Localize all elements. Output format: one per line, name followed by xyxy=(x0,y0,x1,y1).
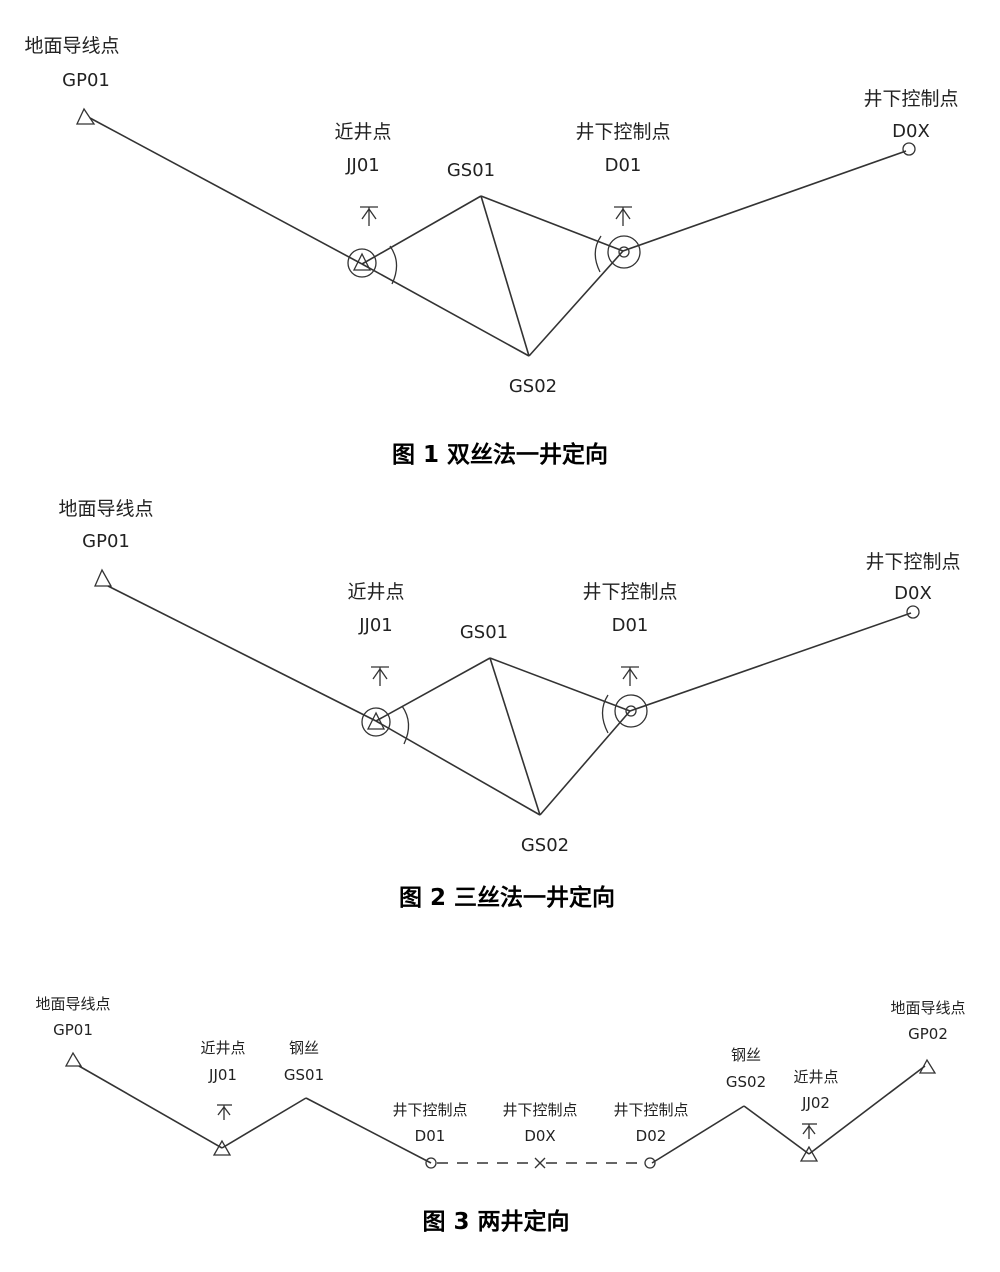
station-circle-icon xyxy=(361,707,391,737)
jj01-code-label: JJ01 xyxy=(358,615,393,636)
north-arrow-icon xyxy=(621,666,639,686)
north-arrow-icon xyxy=(371,666,389,686)
figure-2: 地面导线点 GP01 近井点 JJ01 GS01 GS02 井下控制点 D01 … xyxy=(58,498,960,911)
d0x-code-label: D0X xyxy=(894,583,932,604)
d02-name-label: 井下控制点 xyxy=(613,1101,688,1119)
station-circle-icon xyxy=(347,248,377,278)
d01-code-label: D01 xyxy=(612,615,649,636)
control-point-icon xyxy=(902,142,916,156)
gs02-name-label: 钢丝 xyxy=(731,1046,761,1064)
figure-2-caption: 图 2 三丝法一井定向 xyxy=(399,884,615,911)
d02-code-label: D02 xyxy=(636,1127,667,1145)
line-gp01-jj01 xyxy=(78,1065,223,1149)
line-jj01-gs01 xyxy=(221,1097,307,1149)
d0x-code-label: D0X xyxy=(892,121,930,142)
line-gs01-d01 xyxy=(480,195,624,252)
gp02-name-label: 地面导线点 xyxy=(890,999,965,1017)
jj01-name-label: 近井点 xyxy=(347,581,404,603)
angle-arc-icon xyxy=(401,705,410,745)
d01-code-label: D01 xyxy=(605,155,642,176)
gs01-name-label: 钢丝 xyxy=(289,1039,319,1057)
line-d02-gs02 xyxy=(651,1105,745,1164)
d0x-name-label: 井下控制点 xyxy=(863,88,958,110)
control-point-icon xyxy=(644,1157,656,1169)
d01-name-label: 井下控制点 xyxy=(575,121,670,143)
line-jj02-gp02 xyxy=(808,1065,926,1155)
line-jj01-gs02 xyxy=(375,720,541,816)
station-circle-icon xyxy=(607,235,641,269)
d0x-name-label: 井下控制点 xyxy=(502,1101,577,1119)
triangle-marker-icon xyxy=(918,1058,937,1074)
line-jj01-gs02 xyxy=(361,263,530,357)
cross-marker-icon xyxy=(534,1157,546,1169)
line-gs02-d01 xyxy=(539,710,631,816)
jj01-name-label: 近井点 xyxy=(334,121,391,143)
d0x-name-label: 井下控制点 xyxy=(865,551,960,573)
jj02-code-label: JJ02 xyxy=(801,1094,830,1112)
jj02-name-label: 近井点 xyxy=(793,1068,838,1086)
triangle-marker-icon xyxy=(366,711,386,730)
jj01-name-label: 近井点 xyxy=(200,1039,245,1057)
figure-1: 地面导线点 GP01 近井点 JJ01 GS01 GS02 井下控制点 D01 xyxy=(24,35,958,468)
line-gs01-gs02 xyxy=(480,195,530,357)
d0x-code-label: D0X xyxy=(524,1127,555,1145)
line-jj01-gs01 xyxy=(361,195,482,265)
gp02-code-label: GP02 xyxy=(908,1025,948,1043)
line-d01-d0x xyxy=(622,150,907,252)
gp01-name-label: 地面导线点 xyxy=(58,498,153,520)
line-gs02-jj02 xyxy=(743,1105,810,1155)
gs02-code-label: GS02 xyxy=(726,1073,766,1091)
jj01-code-label: JJ01 xyxy=(345,155,380,176)
gs02-code-label: GS02 xyxy=(509,376,557,397)
d01-name-label: 井下控制点 xyxy=(392,1101,467,1119)
angle-arc-icon xyxy=(389,245,398,285)
gs01-code-label: GS01 xyxy=(447,160,495,181)
control-point-icon xyxy=(618,246,630,258)
line-gs02-d01 xyxy=(528,250,624,357)
north-arrow-icon xyxy=(360,206,378,226)
line-gs01-gs02 xyxy=(489,657,541,816)
north-arrow-icon xyxy=(614,206,632,226)
figure-3-caption: 图 3 两井定向 xyxy=(422,1208,569,1235)
figure-3: 地面导线点 GP01 近井点 JJ01 钢丝 GS01 井下控制点 D01 井下… xyxy=(35,995,965,1235)
traverse-line-gp01-jj01 xyxy=(89,117,363,265)
angle-arc-icon xyxy=(601,694,609,734)
control-point-icon xyxy=(906,605,920,619)
triangle-marker-icon xyxy=(352,252,372,271)
gp01-code-label: GP01 xyxy=(82,531,130,552)
angle-arc-icon xyxy=(594,235,602,273)
gs02-code-label: GS02 xyxy=(521,835,569,856)
north-arrow-icon xyxy=(217,1104,232,1120)
traverse-line-gp01-jj01 xyxy=(107,585,377,722)
figure-1-caption: 图 1 双丝法一井定向 xyxy=(392,441,608,468)
gp01-code-label: GP01 xyxy=(62,70,110,91)
gp01-name-label: 地面导线点 xyxy=(24,35,119,57)
triangle-marker-icon xyxy=(75,107,96,125)
station-circle-icon xyxy=(614,694,648,728)
triangle-marker-icon xyxy=(94,568,113,587)
control-point-icon xyxy=(625,705,637,717)
line-jj01-gs01 xyxy=(375,657,491,722)
line-gs01-d01 xyxy=(489,657,631,712)
d01-name-label: 井下控制点 xyxy=(582,581,677,603)
north-arrow-icon xyxy=(802,1123,817,1139)
triangle-marker-icon xyxy=(212,1139,232,1156)
gp01-name-label: 地面导线点 xyxy=(35,995,110,1013)
line-gs01-d01 xyxy=(305,1097,432,1164)
jj01-code-label: JJ01 xyxy=(208,1066,237,1084)
gs01-code-label: GS01 xyxy=(284,1066,324,1084)
line-d01-d0x xyxy=(629,612,912,712)
triangle-marker-icon xyxy=(799,1145,819,1162)
gp01-code-label: GP01 xyxy=(53,1021,93,1039)
control-point-icon xyxy=(425,1157,437,1169)
d01-code-label: D01 xyxy=(415,1127,446,1145)
gs01-code-label: GS01 xyxy=(460,622,508,643)
triangle-marker-icon xyxy=(64,1051,83,1067)
